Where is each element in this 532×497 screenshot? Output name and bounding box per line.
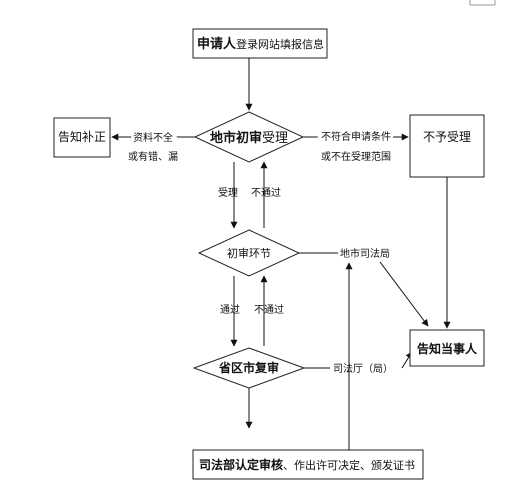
city-review-bold: 地市: [210, 130, 236, 146]
city-review-node: 地市初审受理: [193, 111, 305, 163]
start-box: 申请人登录网站填报信息: [192, 28, 328, 59]
provincial-dept-label: 司法厅（局）: [333, 362, 393, 375]
accept-label: 受理: [218, 187, 238, 199]
noncompliant-label-1: 不符合申请条件: [321, 130, 391, 143]
start-bold-text: 申请人: [197, 36, 237, 52]
not-pass-label-2: 不通过: [254, 303, 284, 316]
incomplete-label-2: 或有错、漏: [128, 150, 178, 163]
notify-supplement-text: 告知补正: [58, 130, 106, 144]
svg-text:地市初审受理: 地市初审受理: [210, 130, 288, 146]
not-pass-label-1: 不通过: [251, 186, 281, 199]
final-bold-text: 司法部认定审核: [199, 457, 283, 472]
notify-supplement-box: 告知补正: [53, 117, 111, 158]
arrow-bureau-to-party: [379, 261, 429, 327]
start-normal-text: 登录网站填报信息: [236, 37, 324, 51]
final-normal-text: 、作出许可决定、颁发证书: [283, 458, 415, 472]
incomplete-label-1: 资料不全: [133, 131, 173, 144]
city-review-bold2: 初审: [236, 130, 262, 146]
city-review-normal: 受理: [262, 131, 288, 146]
province-review-node: 省区市复审: [192, 347, 306, 389]
city-bureau-label: 地市司法局: [340, 247, 390, 260]
not-accepted-box: 不予受理: [409, 114, 485, 178]
svg-text:司法部认定审核、作出许可决定、颁发证书: 司法部认定审核、作出许可决定、颁发证书: [199, 457, 415, 472]
svg-text:申请人登录网站填报信息: 申请人登录网站填报信息: [197, 36, 324, 52]
initial-stage-text: 初审环节: [227, 246, 271, 260]
initial-stage-node: 初审环节: [197, 229, 301, 277]
noncompliant-label-2: 或不在受理范围: [321, 150, 391, 163]
notify-party-text: 告知当事人: [417, 341, 478, 356]
final-box: 司法部认定审核、作出许可决定、颁发证书: [192, 449, 424, 480]
noncompliant-label-bg: 不符合申请条件: [321, 130, 391, 143]
not-accepted-text: 不予受理: [423, 130, 471, 144]
notify-party-box: 告知当事人: [409, 329, 485, 367]
pass-label: 通过: [220, 303, 240, 316]
incomplete-label-bg: 资料不全: [133, 131, 173, 144]
province-review-text: 省区市复审: [218, 360, 279, 375]
